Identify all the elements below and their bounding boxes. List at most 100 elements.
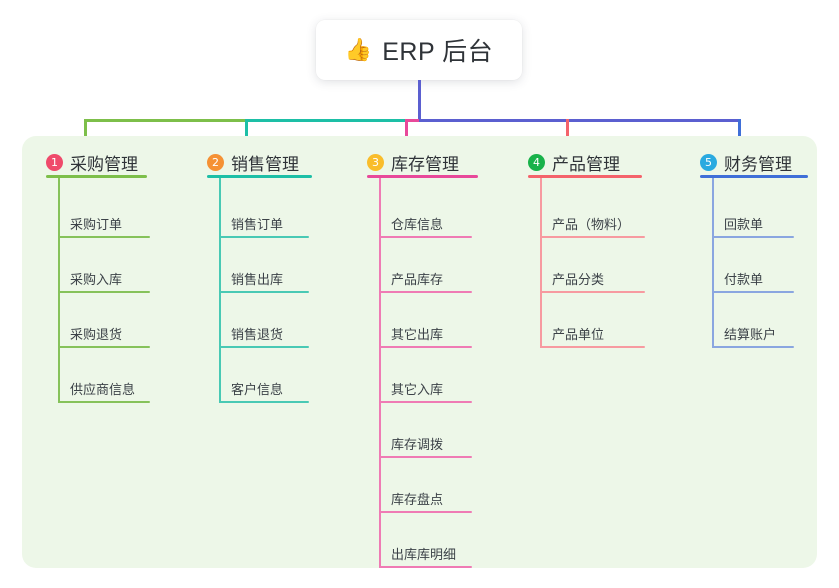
branch-header-财务管理[interactable]: 5 财务管理 [700,150,792,175]
branch-leaf-label: 采购订单 [70,217,123,232]
branch-header-label: 财务管理 [724,155,792,174]
branch-leaf-item[interactable]: 其它入库 [379,365,472,403]
branch-leaf-item[interactable]: 采购入库 [58,255,150,293]
root-node-title: ERP 后台 [382,38,494,66]
branch-leaf-label: 销售出库 [231,272,284,287]
branch-leaf-label: 产品分类 [552,272,605,287]
branch-leaf-rule [219,346,309,348]
branch-leaf-label: 结算账户 [724,327,777,342]
connector-drop-4 [566,119,569,145]
connector-bus-segment-1 [84,119,245,122]
branch-leaf-rule [379,456,472,458]
branch-leaf-label: 产品（物料） [552,217,631,232]
branch-header-label: 产品管理 [552,155,620,174]
branch-header-销售管理[interactable]: 2 销售管理 [207,150,299,175]
branch-header-label: 采购管理 [70,155,138,174]
branch-leaf-label: 其它出库 [391,327,444,342]
branch-header-rule [528,175,642,178]
branch-spine [540,178,542,348]
branch-leaf-label: 出库库明细 [391,547,457,562]
branch-leaf-label: 采购入库 [70,272,123,287]
branch-leaf-label: 仓库信息 [391,217,444,232]
connector-bus-segment-3 [405,119,419,122]
branch-leaf-rule [379,346,472,348]
connector-bus-segment-2 [245,119,405,122]
branch-leaf-label: 库存盘点 [391,492,444,507]
branch-leaf-rule [540,236,645,238]
branch-leaf-item[interactable]: 库存盘点 [379,475,472,513]
branch-leaf-rule [58,236,150,238]
branch-leaf-rule [379,566,472,568]
branch-spine [219,178,221,403]
branch-leaf-item[interactable]: 采购退货 [58,310,150,348]
branch-header-rule [700,175,808,178]
branch-leaf-item[interactable]: 销售订单 [219,200,309,238]
branch-header-rule [207,175,312,178]
branch-leaf-item[interactable]: 供应商信息 [58,365,150,403]
branch-leaf-item[interactable]: 结算账户 [712,310,794,348]
connector-drop-3 [405,119,408,145]
branch-index-badge: 4 [528,154,545,171]
branch-leaf-label: 供应商信息 [70,382,136,397]
thumbs-up-icon: 👍 [344,37,373,62]
root-node-content: 👍 ERP 后台 [345,32,493,68]
branch-leaf-item[interactable]: 库存调拨 [379,420,472,458]
branch-header-产品管理[interactable]: 4 产品管理 [528,150,620,175]
connector-drop-5 [738,119,741,145]
branch-spine [712,178,714,348]
branches-panel [22,136,817,568]
branch-leaf-rule [379,291,472,293]
branch-index-badge: 2 [207,154,224,171]
branch-leaf-rule [712,236,794,238]
branch-leaf-rule [58,346,150,348]
branch-header-label: 销售管理 [231,155,299,174]
branch-header-rule [46,175,147,178]
branch-leaf-label: 销售订单 [231,217,284,232]
branch-leaf-label: 库存调拨 [391,437,444,452]
branch-index-badge: 3 [367,154,384,171]
branch-spine [379,178,381,568]
branch-leaf-label: 回款单 [724,217,764,232]
branch-leaf-item[interactable]: 付款单 [712,255,794,293]
branch-leaf-item[interactable]: 产品分类 [540,255,645,293]
branch-leaf-rule [712,291,794,293]
branch-header-采购管理[interactable]: 1 采购管理 [46,150,138,175]
branch-leaf-item[interactable]: 仓库信息 [379,200,472,238]
branch-leaf-label: 销售退货 [231,327,284,342]
branch-leaf-rule [219,291,309,293]
root-node-card[interactable]: 👍 ERP 后台 [316,20,522,80]
branch-leaf-item[interactable]: 其它出库 [379,310,472,348]
branch-leaf-label: 付款单 [724,272,764,287]
branch-leaf-item[interactable]: 产品（物料） [540,200,645,238]
branch-leaf-item[interactable]: 产品库存 [379,255,472,293]
branch-leaf-item[interactable]: 采购订单 [58,200,150,238]
branch-leaf-item[interactable]: 出库库明细 [379,530,472,568]
branch-leaf-label: 产品库存 [391,272,444,287]
branch-leaf-item[interactable]: 产品单位 [540,310,645,348]
branch-header-库存管理[interactable]: 3 库存管理 [367,150,459,175]
branch-leaf-item[interactable]: 客户信息 [219,365,309,403]
branch-leaf-rule [379,236,472,238]
branch-index-badge: 5 [700,154,717,171]
connector-bus-segment-4 [419,119,741,122]
branch-leaf-item[interactable]: 销售出库 [219,255,309,293]
branch-leaf-item[interactable]: 回款单 [712,200,794,238]
branch-leaf-item[interactable]: 销售退货 [219,310,309,348]
branch-leaf-rule [712,346,794,348]
branch-leaf-rule [58,291,150,293]
connector-drop-1 [84,119,87,145]
branch-header-label: 库存管理 [391,155,459,174]
branch-leaf-label: 客户信息 [231,382,284,397]
connector-root-stem [418,80,421,122]
branch-header-rule [367,175,478,178]
branch-index-badge: 1 [46,154,63,171]
branch-spine [58,178,60,403]
connector-drop-2 [245,119,248,145]
branch-leaf-rule [379,511,472,513]
branch-leaf-rule [219,236,309,238]
branch-leaf-rule [540,346,645,348]
branch-leaf-rule [379,401,472,403]
branch-leaf-label: 其它入库 [391,382,444,397]
branch-leaf-rule [540,291,645,293]
